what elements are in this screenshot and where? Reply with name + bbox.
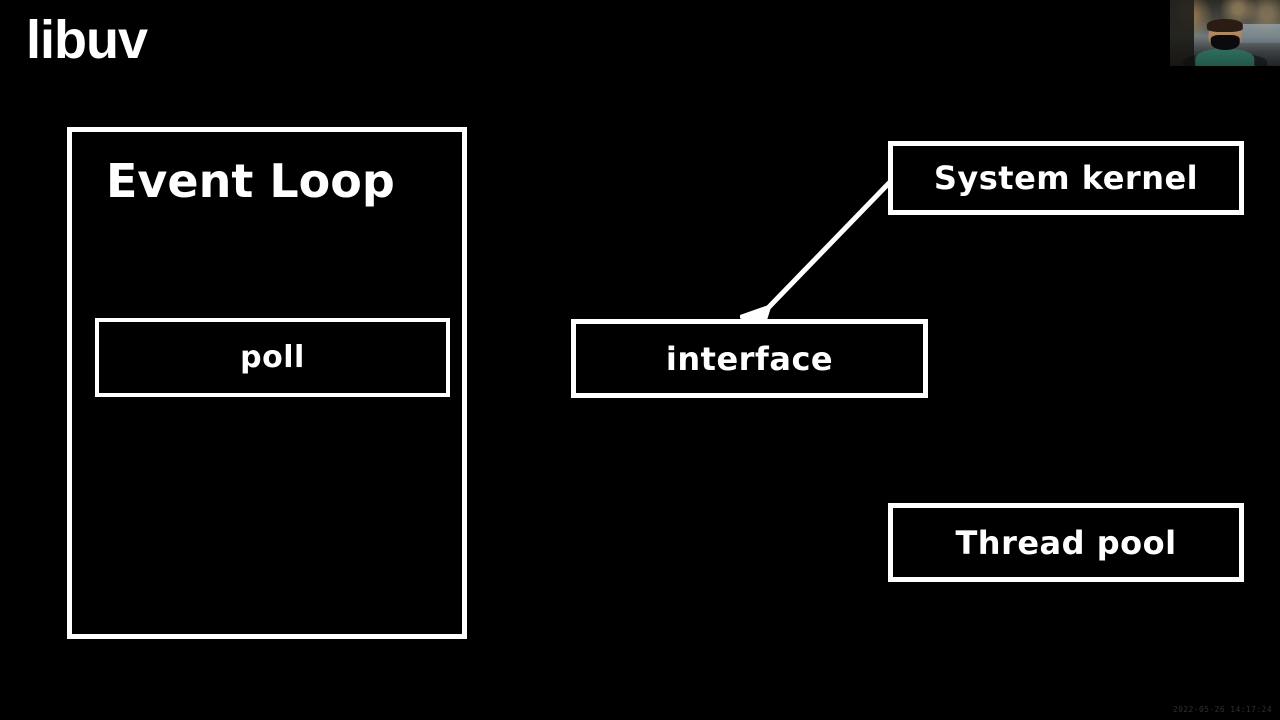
system-kernel-box: System kernel <box>888 141 1244 215</box>
webcam-person-hair <box>1206 19 1244 32</box>
thread-pool-label: Thread pool <box>955 523 1177 562</box>
recording-timestamp: 2022-05-26 14:17:24 <box>1172 705 1272 714</box>
poll-phase-label: poll <box>240 340 305 375</box>
presenter-webcam-overlay <box>1170 0 1280 72</box>
event-loop-box: Event Loop poll <box>67 127 467 639</box>
thread-pool-box: Thread pool <box>888 503 1244 582</box>
system-kernel-label: System kernel <box>933 159 1199 197</box>
kernel-to-interface-arrow-icon <box>740 180 892 330</box>
poll-phase-box: poll <box>95 318 450 397</box>
webcam-bottom-bar <box>1170 65 1280 72</box>
event-loop-title: Event Loop <box>106 154 395 208</box>
webcam-person-face-mask <box>1210 34 1240 50</box>
interface-box: interface <box>571 319 928 398</box>
page-title: libuv <box>26 10 148 70</box>
interface-label: interface <box>665 339 834 378</box>
